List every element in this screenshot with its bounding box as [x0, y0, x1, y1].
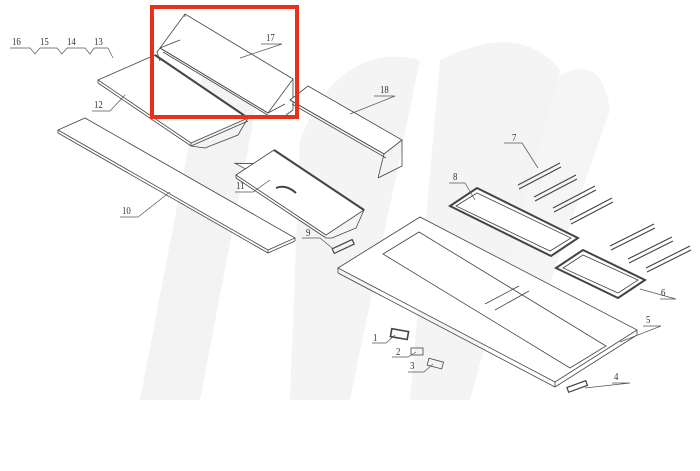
callout-6: 6 [661, 287, 666, 299]
callout-2: 2 [396, 346, 401, 358]
callout-13: 13 [94, 36, 103, 48]
callout-18: 18 [380, 84, 389, 96]
part-18-hood [289, 85, 403, 179]
callout-7: 7 [512, 132, 517, 144]
highlight-box-part-17 [150, 5, 299, 119]
part-5-base-frame [337, 216, 638, 388]
callout-3: 3 [410, 360, 415, 372]
callout-4: 4 [614, 371, 619, 383]
part-17-hood [156, 13, 294, 118]
callout-9: 9 [306, 227, 311, 239]
callout-12: 12 [94, 99, 103, 111]
callout-14: 14 [67, 36, 76, 48]
callout-17: 17 [266, 32, 275, 44]
part-10-panel [57, 117, 296, 254]
part-4 [566, 379, 589, 394]
part-7-rods [517, 162, 692, 273]
part-6-tray [553, 248, 648, 300]
part-2 [410, 347, 424, 356]
callout-15: 15 [40, 36, 49, 48]
callout-11: 11 [236, 180, 245, 192]
part-11-lid [233, 149, 365, 239]
callout-1: 1 [373, 332, 378, 344]
part-1 [389, 327, 410, 341]
callout-16: 16 [12, 36, 21, 48]
callout-5: 5 [646, 314, 651, 326]
callout-10: 10 [122, 205, 131, 217]
part-8-tray [448, 186, 580, 258]
leader-lines [10, 43, 677, 389]
part-9-bracket [331, 238, 356, 255]
part-3 [426, 357, 444, 370]
callout-8: 8 [453, 171, 458, 183]
